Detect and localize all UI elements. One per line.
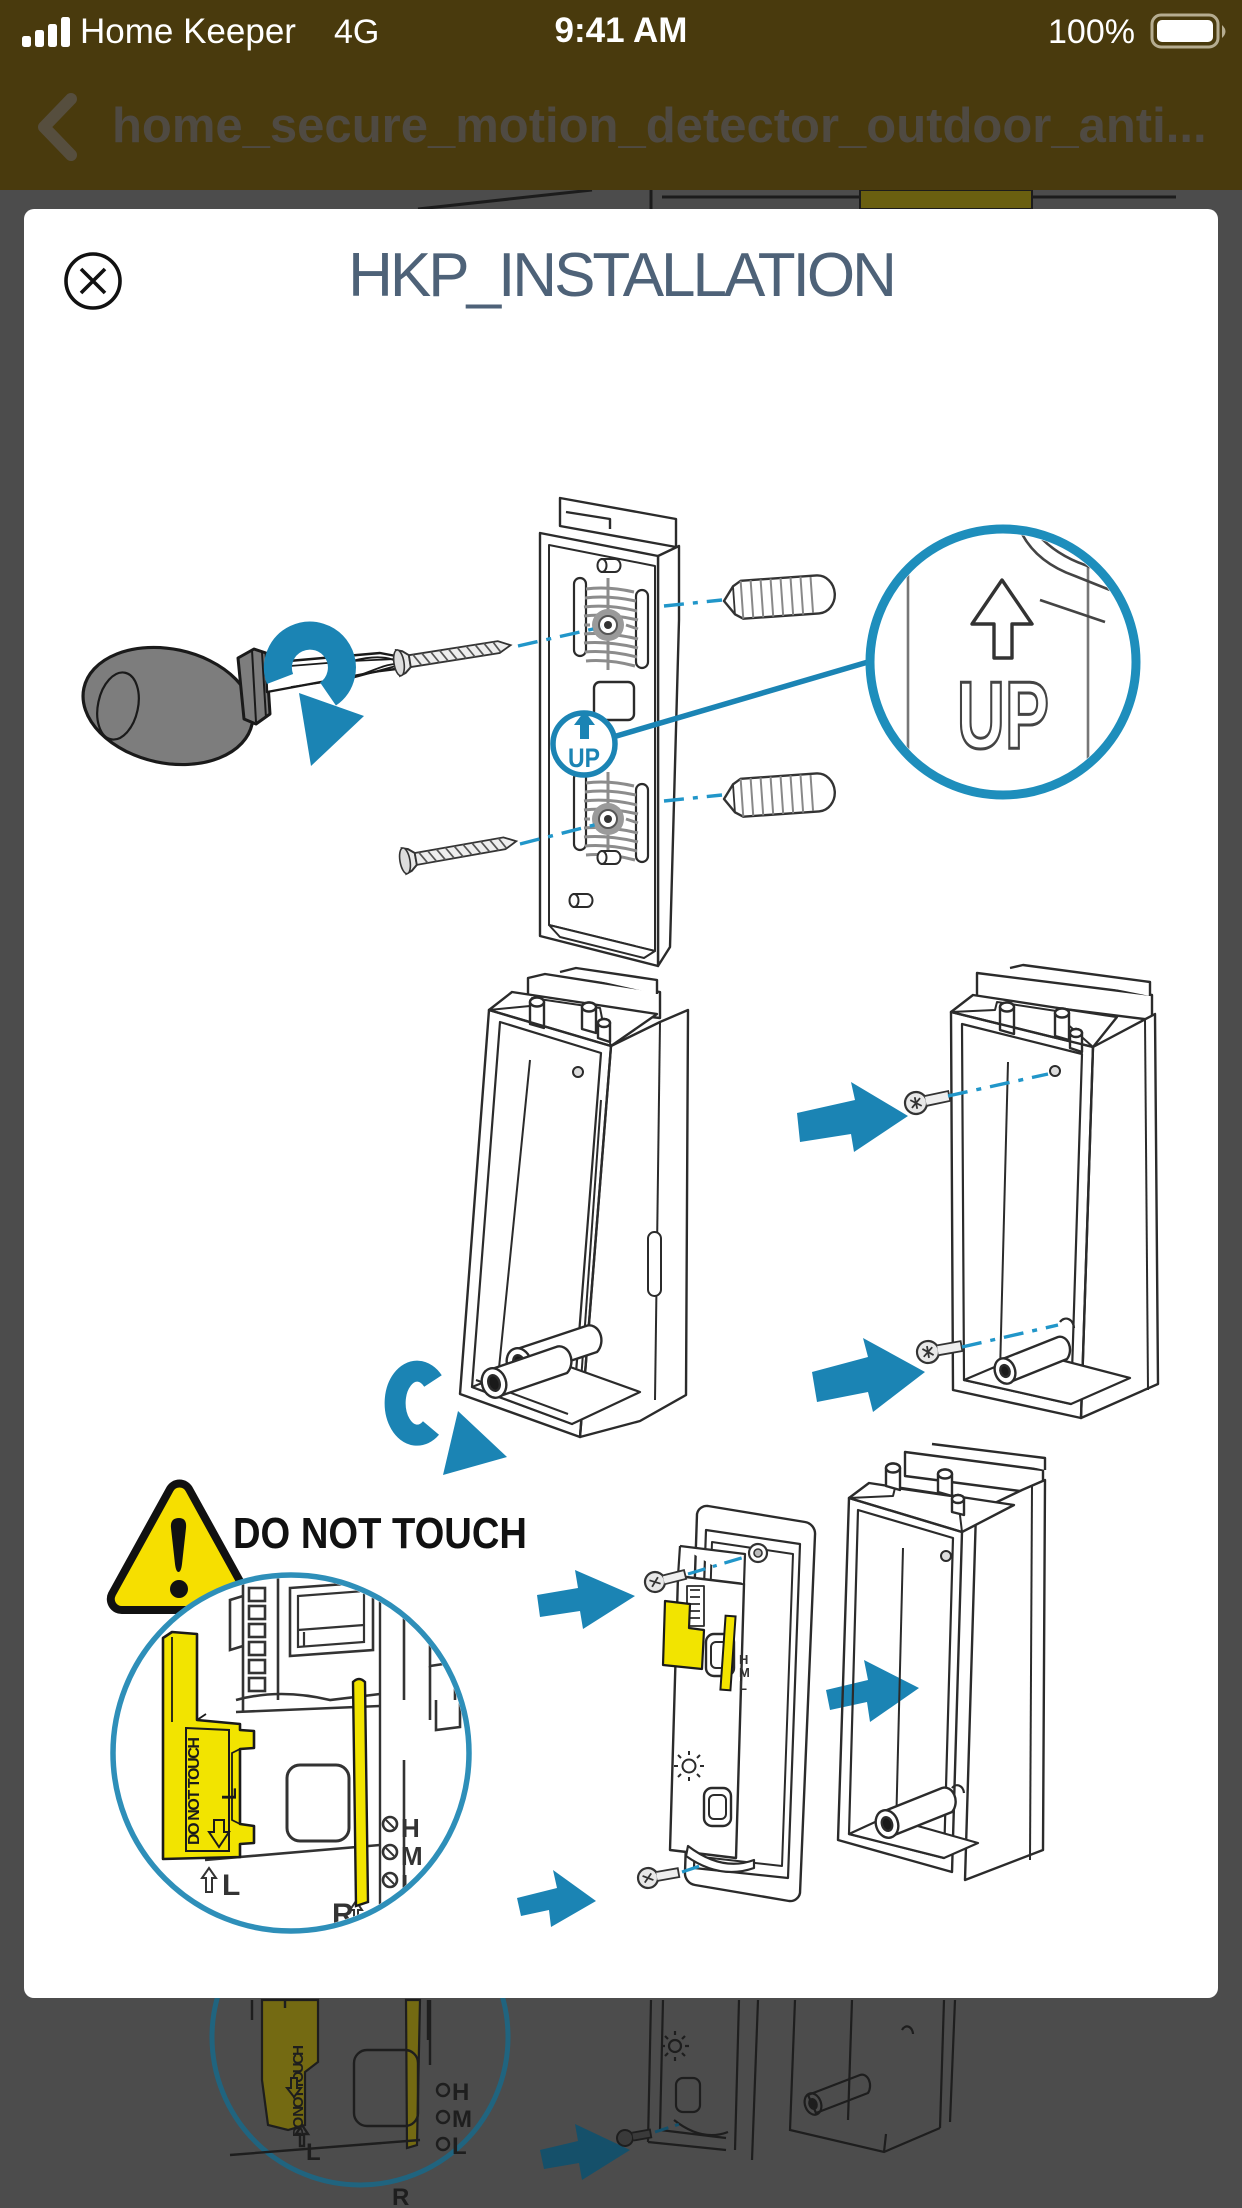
- svg-text:L: L: [222, 1869, 240, 1902]
- svg-text:M: M: [739, 1665, 750, 1680]
- svg-text:UP: UP: [568, 743, 600, 773]
- svg-text:DO NOT TOUCH: DO NOT TOUCH: [233, 1509, 527, 1558]
- svg-text:DO NOT TOUCH: DO NOT TOUCH: [186, 1737, 203, 1845]
- svg-text:L: L: [452, 2133, 467, 2160]
- svg-text:M: M: [401, 1841, 423, 1871]
- svg-text:L: L: [739, 1678, 747, 1693]
- svg-text:H: H: [739, 1652, 748, 1667]
- svg-text:H: H: [452, 2079, 469, 2106]
- svg-text:H: H: [401, 1813, 420, 1843]
- svg-text:L: L: [219, 1788, 241, 1800]
- svg-text:L: L: [306, 2139, 321, 2166]
- svg-text:R: R: [392, 2184, 409, 2208]
- svg-text:UP: UP: [957, 662, 1049, 769]
- svg-text:M: M: [452, 2106, 472, 2133]
